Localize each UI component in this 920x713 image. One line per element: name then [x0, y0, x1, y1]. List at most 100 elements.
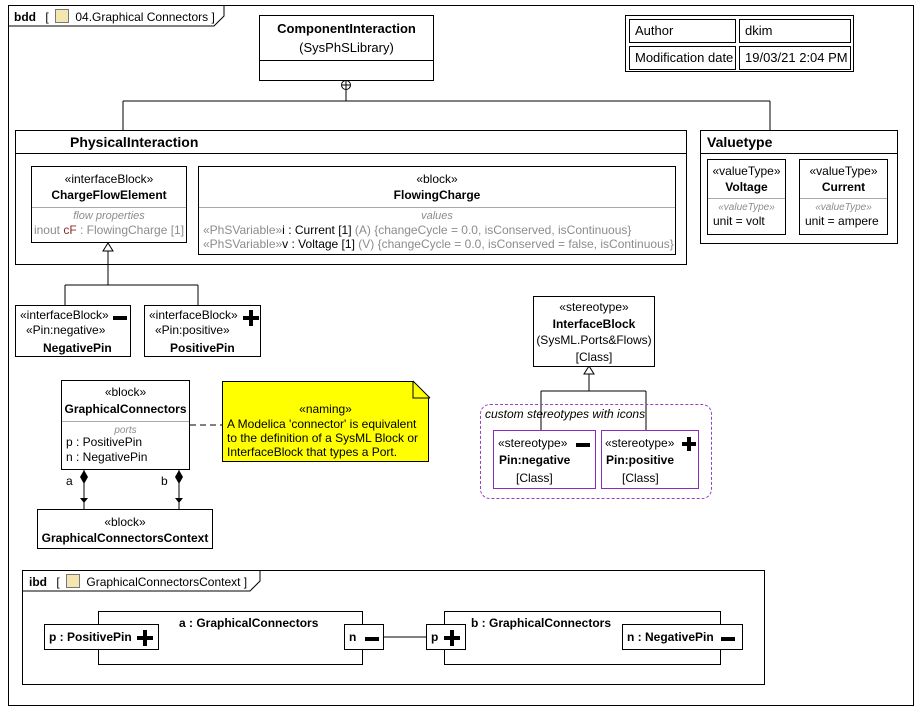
port-n-b[interactable]: n : NegativePin [622, 624, 743, 650]
current-valuetype[interactable]: «valueType» Current «valueType» unit = a… [799, 159, 888, 235]
pin-negative-stereotype-label: «stereotype» [498, 436, 568, 450]
ibd-kind: ibd [29, 575, 47, 589]
flowing-charge-block[interactable]: «block» FlowingCharge values «PhSVariabl… [198, 166, 676, 255]
ibd-name: GraphicalConnectorsContext [86, 575, 241, 589]
physical-interaction-header: PhysicalInteraction [16, 131, 686, 154]
value-v-name: v [282, 237, 289, 251]
graphical-connectors-block[interactable]: «block» GraphicalConnectors ports p : Po… [61, 380, 190, 470]
interface-block-name: InterfaceBlock [552, 317, 636, 331]
current-compartment: «valueType» [815, 202, 872, 213]
graphical-connectors-context-block[interactable]: «block» GraphicalConnectorsContext [37, 509, 213, 549]
ibd-header: ibd [ GraphicalConnectorsContext ] [29, 574, 248, 589]
positive-pin-stereotype1: «interfaceBlock» [149, 308, 238, 322]
valuetype-group[interactable]: Valuetype [700, 130, 898, 244]
frame-kind: bdd [14, 10, 36, 24]
pin-positive-stereotype-label: «stereotype» [605, 436, 675, 450]
negative-pin-stereotype1: «interfaceBlock» [20, 308, 109, 322]
minus-icon [576, 443, 590, 447]
negative-pin-name: NegativePin [43, 341, 112, 355]
minus-icon [113, 316, 127, 320]
interface-block-metaclass: [Class] [575, 350, 613, 364]
role-label-b: b [161, 474, 168, 488]
value-i-stereotype: «PhSVariable» [203, 223, 283, 237]
port-p-b-label: p [431, 630, 439, 644]
port-p-a-label: p : PositivePin [49, 630, 132, 644]
plus-icon [682, 437, 696, 451]
port-n: n : NegativePin [66, 450, 148, 464]
value-row-v: «PhSVariable»v : Voltage [1] (V) {change… [203, 237, 674, 252]
physical-interaction-block[interactable]: PhysicalInteraction [15, 130, 687, 265]
ibd-frame[interactable] [22, 570, 765, 685]
current-unit: unit = ampere [805, 214, 879, 228]
voltage-name: Voltage [725, 180, 768, 194]
flow-property-name: cF [63, 223, 77, 237]
plus-icon [137, 630, 153, 646]
port-p-b[interactable]: p [426, 624, 466, 650]
part-b-name: b : GraphicalConnectors [471, 616, 612, 630]
frame-header: bdd [ 04.Graphical Connectors ] [14, 9, 215, 24]
value-i-type: : Current [1] [288, 223, 352, 237]
date-value-cell: 19/03/21 2:04 PM [739, 46, 851, 70]
plus-icon [444, 630, 460, 646]
positive-pin-stereotype2: «Pin:positive» [155, 323, 230, 337]
minus-icon [365, 637, 379, 641]
port-n-a-label: n [349, 630, 357, 644]
date-label: Modification date [635, 50, 734, 65]
flow-property-row: inout cF : FlowingCharge [1] [32, 223, 186, 238]
pin-positive-stereotype[interactable]: «stereotype» Pin:positive [Class] [601, 430, 699, 489]
pin-negative-name: Pin:negative [499, 453, 571, 467]
port-n-a[interactable]: n [344, 624, 384, 650]
ports-label: ports [114, 425, 137, 436]
context-stereotype: «block» [104, 515, 146, 529]
author-label: Author [635, 23, 674, 38]
plus-icon [243, 310, 259, 326]
current-name: Current [821, 180, 866, 194]
pin-negative-metaclass: [Class] [516, 471, 553, 485]
pin-negative-stereotype[interactable]: «stereotype» Pin:negative [Class] [493, 430, 596, 489]
port-p-a[interactable]: p : PositivePin [44, 624, 159, 650]
interface-block-package: (SysML.Ports&Flows) [536, 333, 652, 347]
diagram-icon [55, 9, 70, 23]
naming-note-line3: InterfaceBlock that types a Port. [227, 445, 398, 459]
naming-note[interactable]: «naming» A Modelica 'connector' is equiv… [222, 381, 429, 462]
flowing-charge-name: FlowingCharge [393, 188, 481, 202]
positive-pin-name: PositivePin [170, 341, 235, 355]
component-interaction-name: ComponentInteraction [277, 21, 416, 36]
voltage-unit: unit = volt [713, 214, 765, 228]
frame-name: 04.Graphical Connectors [75, 10, 209, 24]
part-a[interactable]: a : GraphicalConnectors [98, 611, 363, 665]
values-label: values [421, 210, 453, 222]
minus-icon [721, 637, 735, 641]
voltage-stereotype: «valueType» [712, 164, 781, 178]
pin-positive-name: Pin:positive [606, 453, 675, 467]
date-value: 19/03/21 2:04 PM [745, 50, 848, 65]
charge-flow-element-block[interactable]: «interfaceBlock» ChargeFlowElement flow … [31, 166, 187, 243]
custom-stereotypes-label: custom stereotypes with icons [485, 407, 646, 421]
positive-pin-block[interactable]: «interfaceBlock» «Pin:positive» Positive… [144, 305, 261, 357]
component-interaction-library: (SysPhSLibrary) [299, 40, 394, 55]
author-value-cell: dkim [739, 19, 851, 43]
custom-stereotypes-group[interactable]: custom stereotypes with icons [480, 404, 712, 499]
voltage-valuetype[interactable]: «valueType» Voltage «valueType» unit = v… [707, 159, 786, 235]
graphical-connectors-stereotype: «block» [104, 385, 147, 399]
value-v-constraints: (V) {changeCycle = 0.0, isConserved = fa… [358, 237, 674, 251]
graphical-connectors-name: GraphicalConnectors [64, 402, 187, 416]
component-interaction-block[interactable]: ComponentInteraction (SysPhSLibrary) [259, 15, 434, 81]
interface-block-stereotype-label: «stereotype» [559, 300, 629, 314]
valuetype-group-name: Valuetype [707, 134, 773, 150]
flow-property-direction: inout [33, 223, 60, 237]
physical-interaction-name: PhysicalInteraction [70, 134, 199, 150]
naming-note-title: «naming» [299, 402, 352, 416]
charge-flow-element-stereotype: «interfaceBlock» [64, 172, 154, 186]
negative-pin-block[interactable]: «interfaceBlock» «Pin:negative» Negative… [15, 305, 131, 357]
flowing-charge-stereotype: «block» [416, 172, 458, 186]
current-stereotype: «valueType» [809, 164, 878, 178]
value-row-i: «PhSVariable»i : Current [1] (A) {change… [203, 223, 631, 238]
interface-block-stereotype[interactable]: «stereotype» InterfaceBlock (SysML.Ports… [533, 296, 655, 367]
negative-pin-stereotype2: «Pin:negative» [26, 323, 106, 337]
value-v-type: : Voltage [1] [291, 237, 355, 251]
role-label-a: a [66, 474, 73, 488]
port-p: p : PositivePin [66, 435, 143, 449]
flow-property-type: : FlowingCharge [1] [80, 223, 185, 237]
